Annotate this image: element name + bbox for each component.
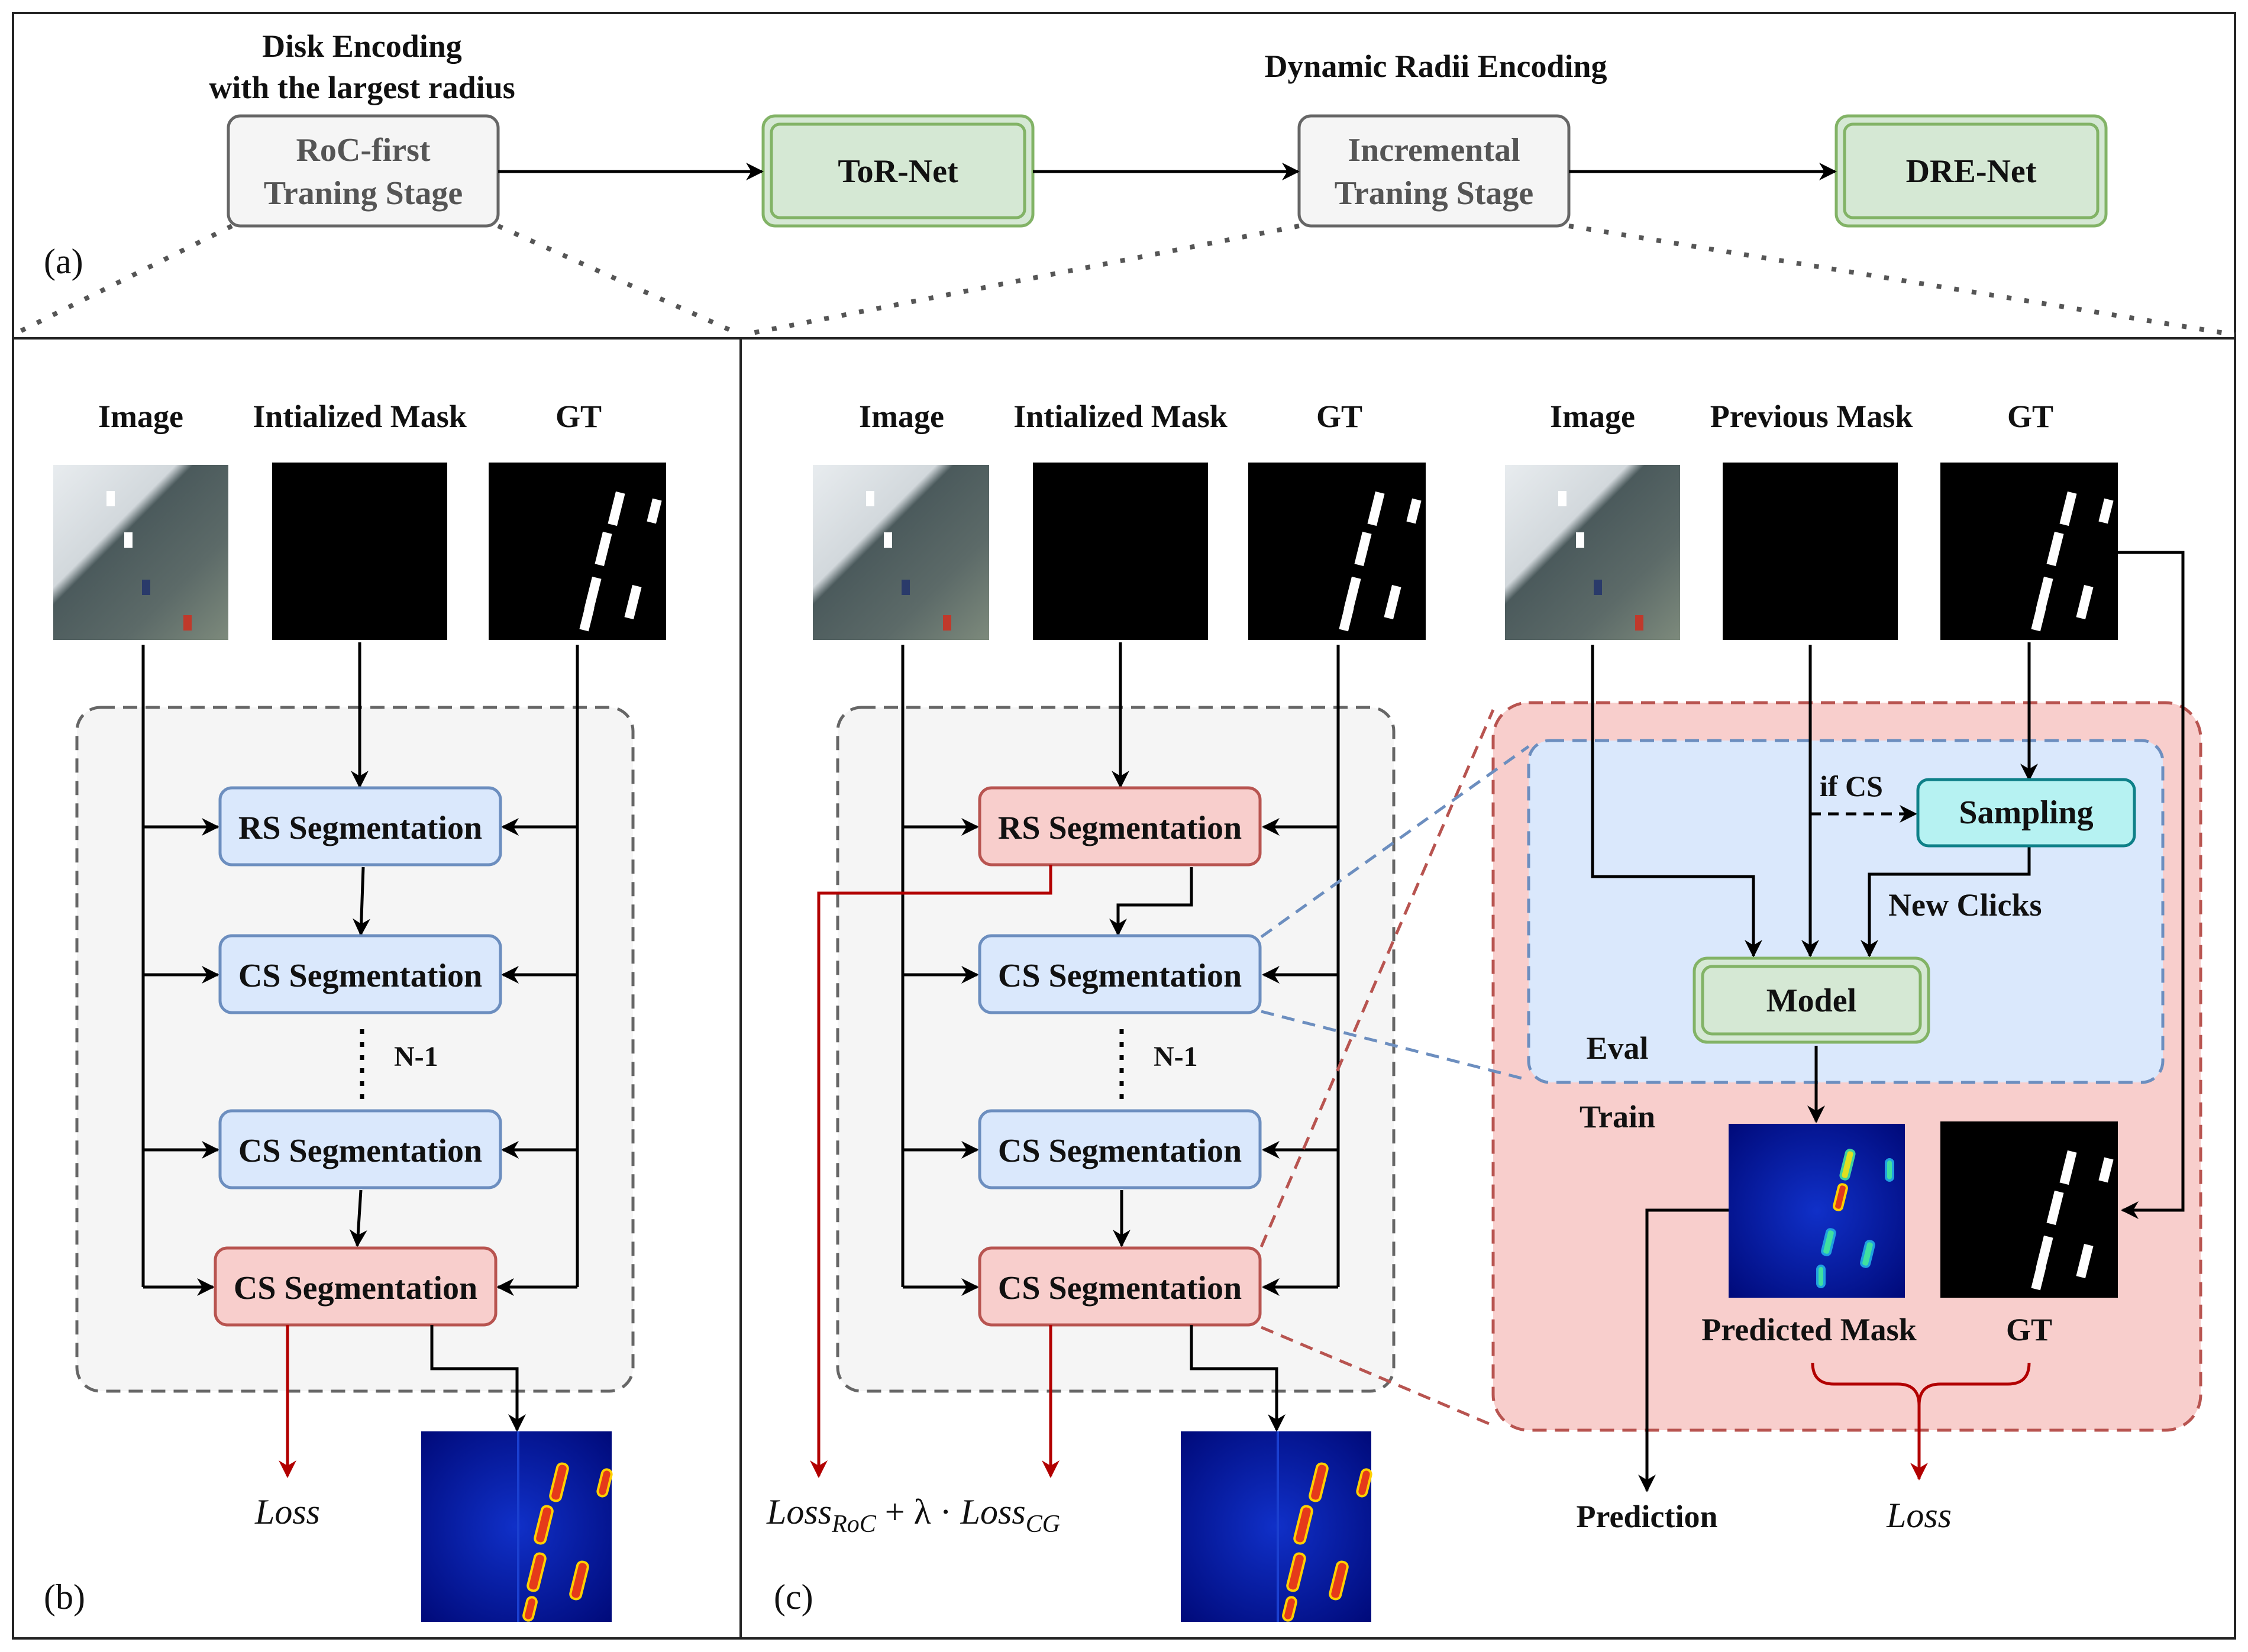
b-arrow-cs2-cs3 (349, 1189, 367, 1247)
d-sampling-label: Sampling (1959, 794, 2093, 831)
c-gt-label: GT (1316, 399, 1362, 434)
d-aerial-image (1505, 465, 1680, 640)
c-image-label: Image (859, 399, 944, 434)
zoom-red-top (1259, 709, 1495, 1247)
dre-net-label: DRE-Net (1906, 153, 2037, 190)
panel-label-b: (b) (44, 1577, 85, 1617)
b-loss-label: Loss (254, 1492, 320, 1531)
zoom-blue-top (1260, 745, 1530, 939)
d-pred-to-prediction (1638, 1208, 1729, 1492)
c-initialized-mask (1033, 463, 1208, 640)
stage1-line1: RoC-first (296, 132, 430, 169)
d-loss-label: Loss (1886, 1496, 1952, 1535)
zoom-line-b-right (497, 224, 742, 337)
b-cs-segmentation-1 (218, 934, 502, 1014)
b-gt-label: GT (555, 399, 602, 434)
d-previous-mask (1723, 463, 1898, 640)
disk-title-line2: with the largest radius (209, 70, 515, 105)
b-cs-segmentation-2 (218, 1109, 502, 1189)
c-cs-seg2-label: CS Segmentation (998, 1133, 1242, 1169)
d-predicted-mask-label: Predicted Mask (1701, 1312, 1916, 1347)
b-cs-seg2-label: CS Segmentation (238, 1133, 482, 1169)
stage1-line2: Traning Stage (264, 175, 463, 212)
zoom-line-c-right (1568, 224, 2236, 337)
d-train-label: Train (1580, 1099, 1655, 1134)
c-rs-segmentation (978, 786, 1262, 867)
b-cs-seg3-label: CS Segmentation (234, 1270, 477, 1307)
d-gt2-image (1940, 1121, 2118, 1298)
c-cs-segmentation-1 (978, 934, 1262, 1014)
d-eval-label: Eval (1586, 1030, 1648, 1066)
d-gt-image (1940, 463, 2118, 640)
d-loss-brace (1811, 1362, 2031, 1476)
panel-label-a: (a) (44, 242, 83, 281)
d-prev-mask-label: Previous Mask (1710, 399, 1913, 434)
d-model-label: Model (1766, 982, 1856, 1019)
dynamic-title: Dynamic Radii Encoding (1264, 49, 1607, 84)
b-mask-label: Intialized Mask (253, 399, 467, 434)
disk-title-line1: Disk Encoding (262, 28, 462, 64)
d-gt-label: GT (2007, 399, 2053, 434)
dre-net-box-inner (1843, 122, 2100, 219)
b-aerial-image (53, 465, 228, 640)
b-gt-image (489, 463, 666, 640)
c-loss-roc-arrow (810, 865, 1052, 1478)
d-if-cs-label: if CS (1820, 770, 1883, 803)
b-heatmap-arrow (430, 1325, 526, 1432)
c-heatmap-image (1181, 1431, 1372, 1622)
tor-net-box-inner (770, 122, 1026, 219)
b-arrow-rs-cs1 (352, 867, 370, 936)
c-cs-segmentation-3 (978, 1246, 1262, 1327)
panel-label-c: (c) (774, 1577, 813, 1617)
c-loss-formula: LossRoC + λ · LossCG (766, 1492, 1060, 1538)
d-model-box-inner (1701, 965, 1922, 1036)
c-cs-segmentation-2 (978, 1109, 1262, 1189)
c-gt-image (1248, 463, 1426, 640)
stage2-line1: Incremental (1348, 132, 1520, 169)
b-pipeline-group (75, 706, 635, 1393)
outer-frame (12, 12, 2236, 1640)
zoom-line-c-left (742, 224, 1300, 337)
c-pipeline-group (836, 706, 1396, 1393)
c-cs-seg1-label: CS Segmentation (998, 958, 1242, 994)
d-sampling-to-model (1861, 842, 2031, 958)
b-cs-seg1-label: CS Segmentation (238, 958, 482, 994)
d-new-clicks-label: New Clicks (1888, 887, 2042, 923)
b-rs-seg-label: RS Segmentation (238, 810, 482, 846)
c-heatmap-arrow (1190, 1325, 1286, 1432)
d-image-to-model (1591, 645, 1762, 958)
b-initialized-mask (272, 463, 447, 640)
c-mask-label: Intialized Mask (1013, 399, 1228, 434)
c-cs-seg3-label: CS Segmentation (998, 1270, 1242, 1307)
d-model-box-outer (1693, 956, 1930, 1044)
c-rs-seg-label: RS Segmentation (998, 810, 1242, 846)
d-gt-to-gt2-arrow (2118, 551, 2185, 1219)
stage2-line2: Traning Stage (1335, 175, 1534, 212)
d-prediction-label: Prediction (1577, 1499, 1718, 1534)
d-sampling-box (1916, 778, 2136, 848)
zoom-blue-bottom (1261, 1010, 1529, 1082)
d-image-label: Image (1550, 399, 1635, 434)
b-rs-segmentation (218, 786, 502, 867)
b-heatmap-image (421, 1431, 613, 1622)
tor-net-label: ToR-Net (838, 153, 958, 190)
c-n-minus-1: N-1 (1154, 1041, 1198, 1072)
d-predicted-mask-image (1729, 1124, 1905, 1298)
c-aerial-image (813, 465, 989, 640)
b-cs-segmentation-3 (214, 1246, 498, 1327)
d-gt2-label: GT (2006, 1312, 2052, 1347)
c-arrow-rs-cs1 (1109, 867, 1193, 936)
b-n-minus-1: N-1 (394, 1041, 438, 1072)
b-image-label: Image (98, 399, 183, 434)
